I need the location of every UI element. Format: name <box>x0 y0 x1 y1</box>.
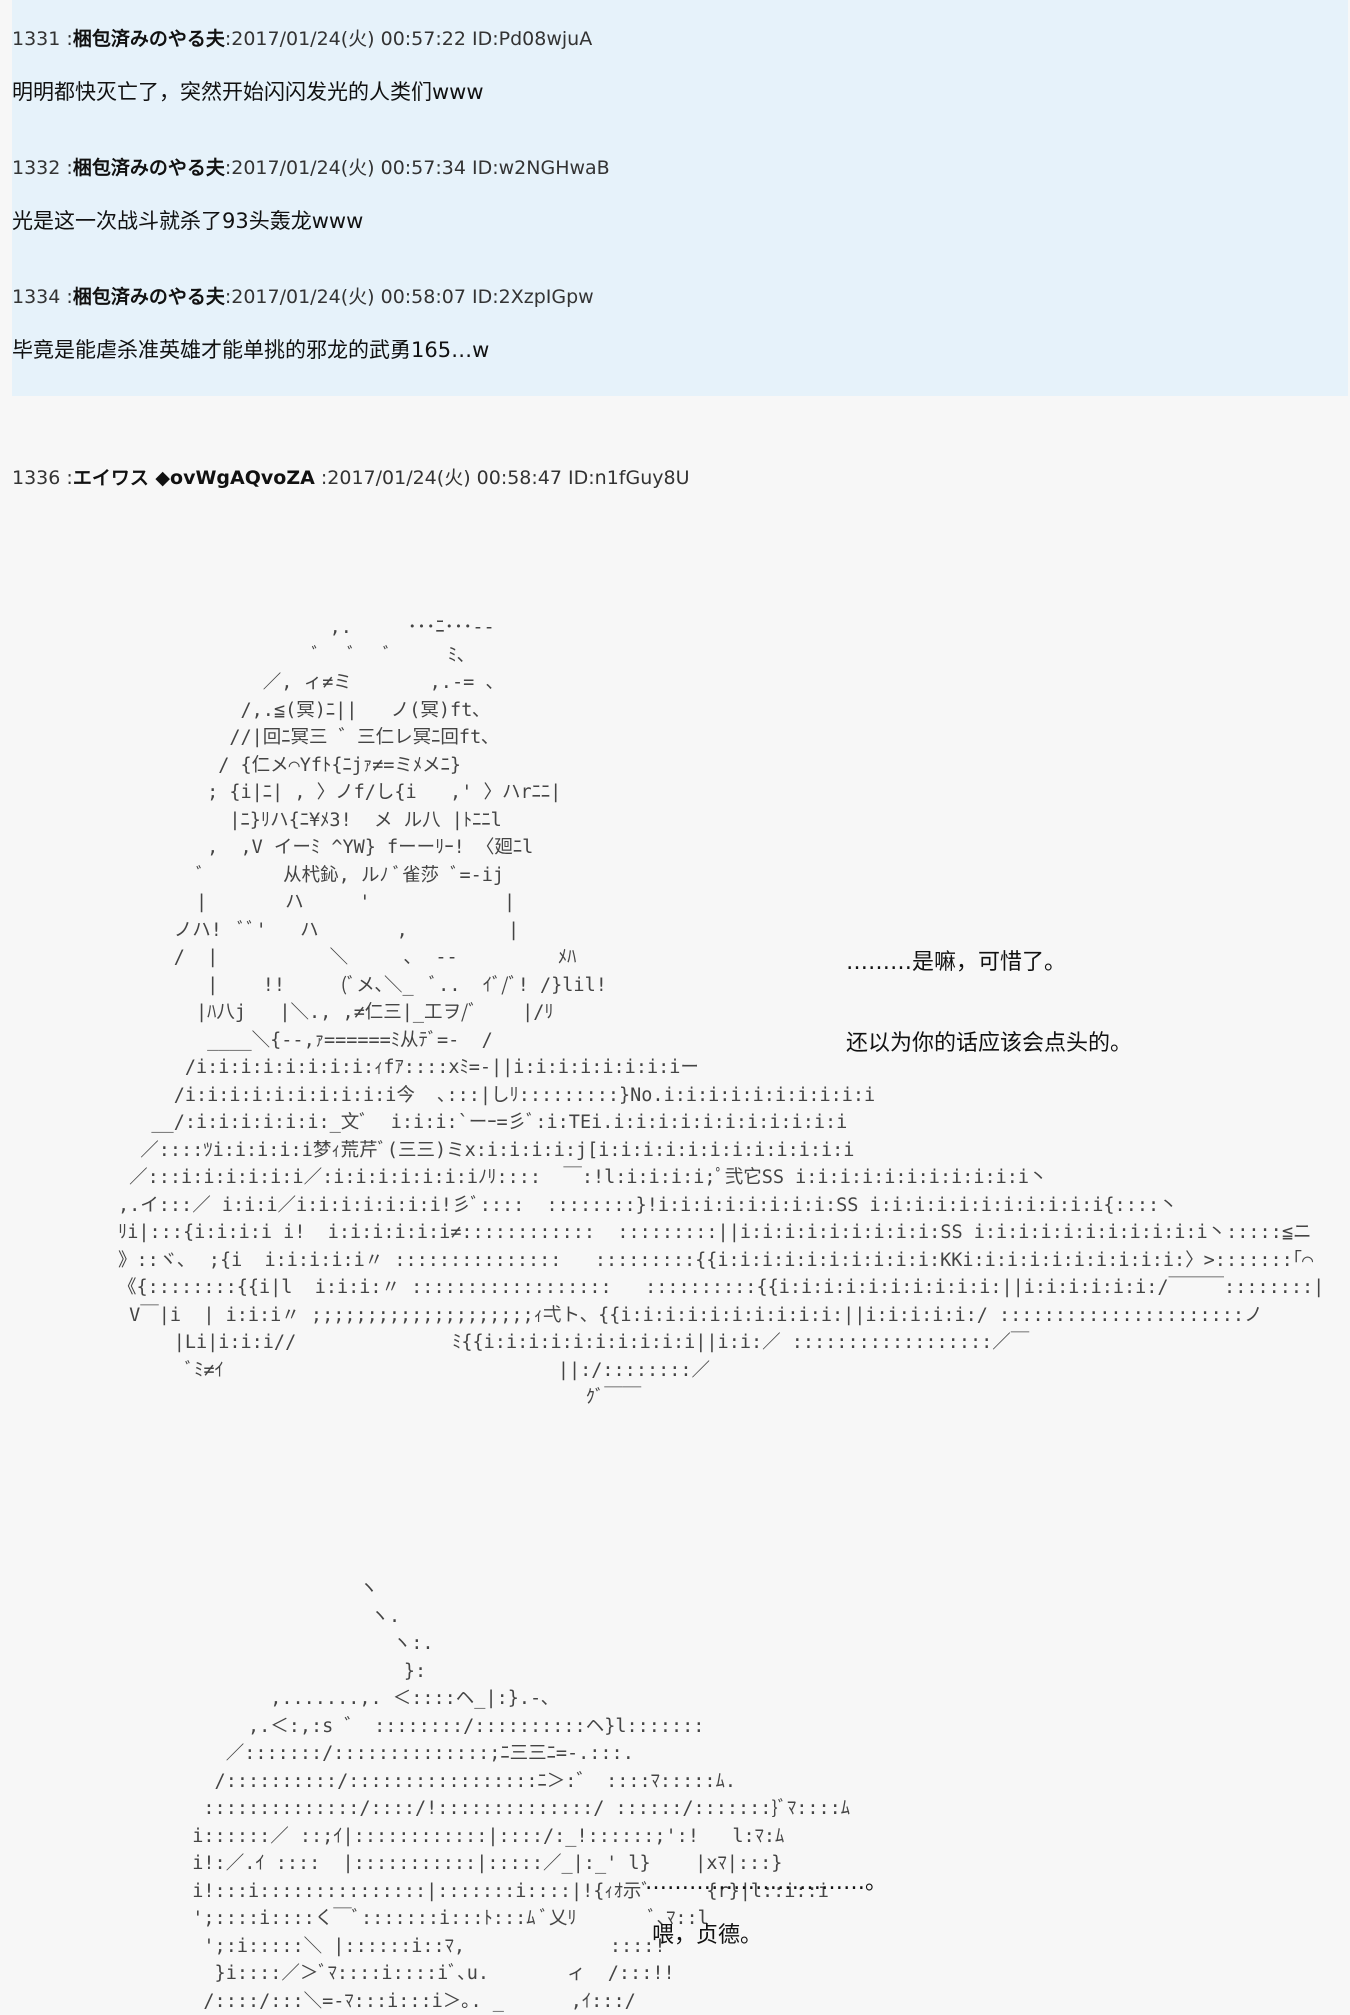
post-number[interactable]: 1334 <box>12 286 61 308</box>
post-author: 梱包済みのやる夫 <box>72 286 225 308</box>
post-date: 2017/01/24(火) 00:58:07 <box>231 286 466 308</box>
speech-line: ………是嘛，可惜了。 <box>846 950 1067 975</box>
post-date: 2017/01/24(火) 00:57:22 <box>231 28 466 50</box>
post-header: 1331 :梱包済みのやる夫:2017/01/24(火) 00:57:22 ID… <box>12 28 593 50</box>
post-date: 2017/01/24(火) 00:57:34 <box>231 157 466 179</box>
speech-line: 喂，贞德。 <box>652 1923 763 1948</box>
post-date: 2017/01/24(火) 00:58:47 <box>327 467 562 489</box>
post-number[interactable]: 1331 <box>12 28 61 50</box>
post-author: エイワス ◆ovWgAQvoZA <box>72 467 315 489</box>
speech-line: …………………………。 <box>645 1870 888 1895</box>
post-id: ID:Pd08wjuA <box>472 28 593 50</box>
post-body: 毕竟是能虐杀准英雄才能单挑的邪龙的武勇165…w <box>12 338 490 362</box>
ascii-art-knight: ,. ･･･ﾆ･･･-‐ ﾞ ﾞ ﾞ ﾐ､ ／, ィ≠ミ ,.-= 、 /,.≦… <box>118 617 1325 1408</box>
post-author: 梱包済みのやる夫 <box>72 28 225 50</box>
post-number[interactable]: 1332 <box>12 157 61 179</box>
post-id: ID:n1fGuy8U <box>568 467 690 489</box>
ascii-art-character: ヽ ヽ. ヽ:. }: ,.......,. ＜::::ヘ_|:}.-､ ,.＜… <box>192 1578 851 2012</box>
main-post-header: 1336 :エイワス ◆ovWgAQvoZA :2017/01/24(火) 00… <box>12 467 690 489</box>
post-author: 梱包済みのやる夫 <box>72 157 225 179</box>
post-body: 明明都快灭亡了，突然开始闪闪发光的人类们www <box>12 80 484 104</box>
quoted-posts-highlight <box>12 0 1348 396</box>
post-header: 1332 :梱包済みのやる夫:2017/01/24(火) 00:57:34 ID… <box>12 157 610 179</box>
post-header: 1334 :梱包済みのやる夫:2017/01/24(火) 00:58:07 ID… <box>12 286 594 308</box>
speech-line: 还以为你的话应该会点头的。 <box>846 1031 1133 1056</box>
post-id: ID:w2NGHwaB <box>472 157 610 179</box>
post-number[interactable]: 1336 <box>12 467 61 489</box>
post-id: ID:2XzpIGpw <box>472 286 594 308</box>
post-body: 光是这一次战斗就杀了93头轰龙www <box>12 209 364 233</box>
